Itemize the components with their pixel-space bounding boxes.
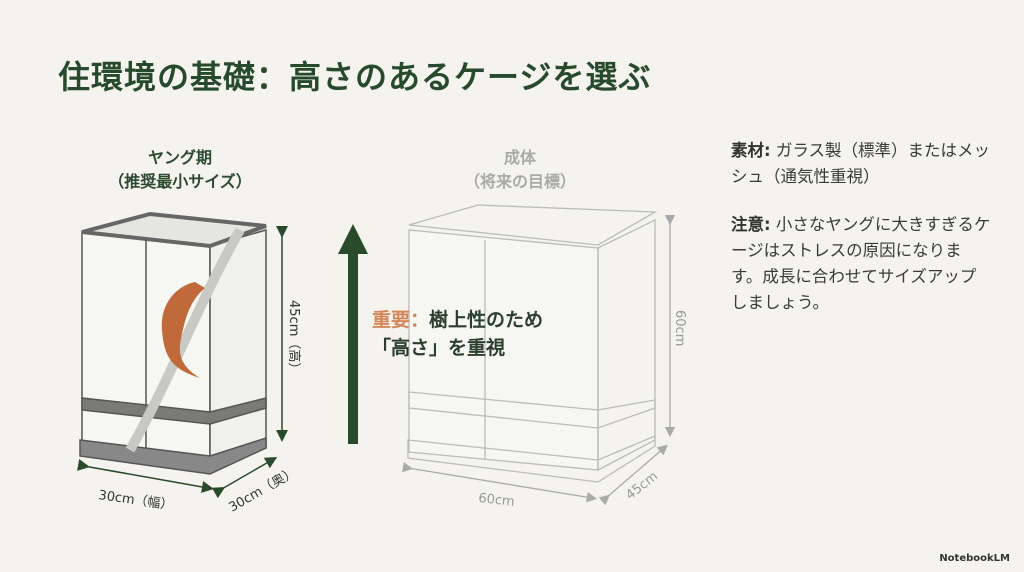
- caution-key: 注意:: [731, 215, 771, 234]
- young-cage: [79, 211, 267, 475]
- notebooklm-logo: NotebookLM: [939, 553, 1010, 564]
- adult-height-label: 60cm: [672, 310, 687, 346]
- young-depth-label: 30cm（奥）: [227, 465, 300, 516]
- important-line2: 「高さ」を重視: [372, 337, 506, 359]
- important-line1: 樹上性のため: [429, 309, 544, 331]
- adult-caption: 成体 （将来の目標）: [420, 146, 620, 194]
- important-note: 重要：樹上性のため 「高さ」を重視: [372, 306, 543, 362]
- caution-note: 注意: 小さなヤングに大きすぎるケージはストレスの原因になります。成長に合わせて…: [731, 212, 991, 316]
- adult-sub: （将来の目標）: [463, 172, 576, 191]
- young-sub: （推奨最小サイズ）: [108, 172, 252, 191]
- material-text: ガラス製（標準）またはメッシュ（通気性重視）: [731, 141, 991, 186]
- adult-width-label: 60cm: [478, 491, 516, 510]
- young-width-label: 30cm（幅）: [97, 488, 174, 513]
- up-arrow-icon: [338, 224, 368, 444]
- young-caption: ヤング期 （推奨最小サイズ）: [80, 146, 280, 194]
- slide-title: 住環境の基礎：高さのあるケージを選ぶ: [58, 58, 652, 96]
- material-note: 素材: ガラス製（標準）またはメッシュ（通気性重視）: [731, 138, 991, 190]
- caution-text: 小さなヤングに大きすぎるケージはストレスの原因になります。成長に合わせてサイズア…: [731, 215, 991, 312]
- young-label: ヤング期: [147, 148, 212, 167]
- adult-depth-label: 45cm: [623, 469, 661, 503]
- adult-label: 成体: [503, 148, 536, 167]
- adult-cage: [407, 204, 658, 483]
- gecko-icon: [161, 282, 205, 378]
- important-key: 重要：: [372, 309, 430, 331]
- material-key: 素材:: [731, 141, 771, 160]
- young-height-label: 45cm（高）: [286, 300, 302, 375]
